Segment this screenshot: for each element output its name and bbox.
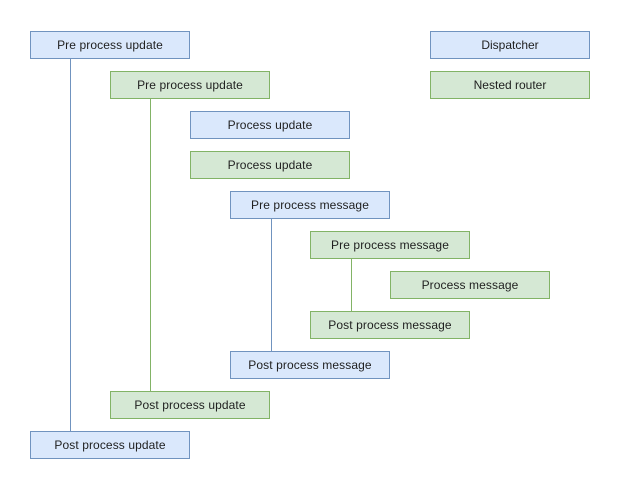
node-router-pre-process-update[interactable]: Pre process update	[110, 71, 270, 99]
node-dispatcher-process-update[interactable]: Process update	[190, 111, 350, 139]
node-dispatcher-post-process-update[interactable]: Post process update	[30, 431, 190, 459]
connector-dispatcher-update-span	[70, 59, 71, 431]
connector-dispatcher-message-span	[271, 219, 272, 351]
node-router-post-process-update[interactable]: Post process update	[110, 391, 270, 419]
node-dispatcher-post-process-message[interactable]: Post process message	[230, 351, 390, 379]
node-router-process-message[interactable]: Process message	[390, 271, 550, 299]
node-router-process-update[interactable]: Process update	[190, 151, 350, 179]
legend-item-router: Nested router	[430, 71, 590, 99]
node-dispatcher-pre-process-update[interactable]: Pre process update	[30, 31, 190, 59]
legend-item-dispatcher: Dispatcher	[430, 31, 590, 59]
connector-router-message-span	[351, 259, 352, 311]
node-router-post-process-message[interactable]: Post process message	[310, 311, 470, 339]
node-dispatcher-pre-process-message[interactable]: Pre process message	[230, 191, 390, 219]
connector-router-update-span	[150, 99, 151, 391]
node-router-pre-process-message[interactable]: Pre process message	[310, 231, 470, 259]
